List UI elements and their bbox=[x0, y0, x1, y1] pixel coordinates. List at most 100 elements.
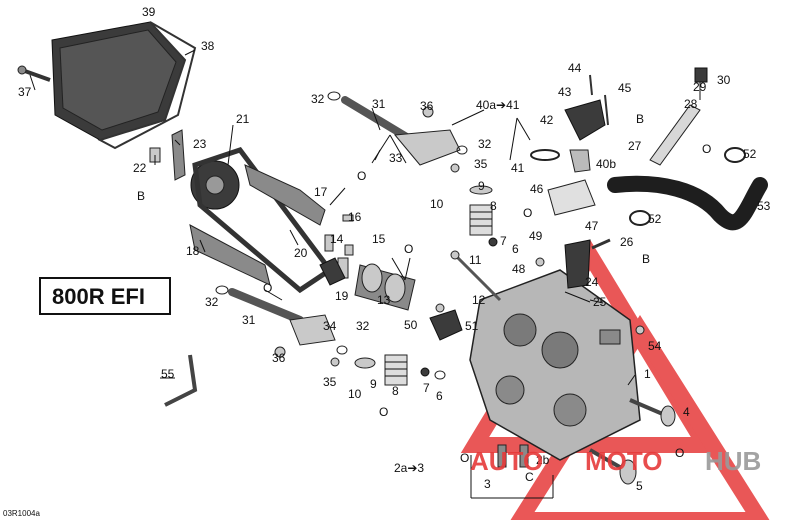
chain-guide bbox=[244, 164, 326, 226]
callout-32-bottom: 32 bbox=[356, 319, 370, 333]
callout-2a-3: 2a➔3 bbox=[394, 461, 424, 475]
lube-mark-o6: O bbox=[702, 142, 711, 156]
callout-32-top: 32 bbox=[311, 92, 325, 106]
lower-rocker-arm bbox=[289, 314, 336, 346]
coolant-hose bbox=[607, 147, 768, 231]
callout-27: 27 bbox=[628, 139, 642, 153]
lower-rocker-assembly bbox=[215, 285, 348, 367]
lube-mark-o5: O bbox=[379, 405, 388, 419]
valves bbox=[497, 398, 676, 485]
callout-48: 48 bbox=[512, 262, 526, 276]
callout-3: 3 bbox=[484, 477, 491, 491]
cover-bolt bbox=[21, 68, 51, 82]
callout-37: 37 bbox=[18, 85, 32, 99]
valve-cover-gasket bbox=[97, 21, 197, 150]
callout-38: 38 bbox=[201, 39, 215, 53]
watermark-text: AUTO MOTO HUB bbox=[470, 446, 761, 476]
cam-small-parts bbox=[319, 214, 354, 286]
callout-2b: 2b bbox=[536, 453, 550, 467]
upper-valve-spring bbox=[469, 185, 498, 247]
callout-46: 46 bbox=[530, 182, 544, 196]
callout-36-bottom: 36 bbox=[272, 351, 286, 365]
callout-32-left: 32 bbox=[205, 295, 219, 309]
valve-cover bbox=[17, 21, 197, 150]
drawing-code: 03R1004a bbox=[3, 509, 40, 518]
callout-43: 43 bbox=[558, 85, 572, 99]
callout-14: 14 bbox=[330, 232, 344, 246]
callout-10-top: 10 bbox=[430, 197, 444, 211]
callout-53: 53 bbox=[757, 199, 771, 213]
callout-21: 21 bbox=[236, 112, 250, 126]
callout-35-top: 35 bbox=[474, 157, 488, 171]
misc-rods bbox=[164, 250, 645, 407]
callout-23: 23 bbox=[193, 137, 207, 151]
callout-15: 15 bbox=[372, 232, 386, 246]
callout-44: 44 bbox=[568, 61, 582, 75]
cam-position-sensor bbox=[429, 303, 463, 341]
callout-16: 16 bbox=[348, 210, 362, 224]
model-label: 800R EFI bbox=[52, 284, 145, 309]
lube-mark-b3: B bbox=[642, 252, 650, 266]
watermark-moto: MOTO bbox=[585, 446, 663, 476]
lube-mark-o7: O bbox=[675, 446, 684, 460]
callout-31-top: 31 bbox=[372, 97, 386, 111]
callout-36-top: 36 bbox=[420, 99, 434, 113]
lube-mark-o4: O bbox=[263, 281, 272, 295]
callout-7-bottom: 7 bbox=[423, 381, 430, 395]
lube-mark-o2: O bbox=[523, 206, 532, 220]
callout-labels: 39 38 37 21 23 22 B 17 16 14 15 18 20 19… bbox=[18, 5, 771, 493]
temperature-sensor-assembly bbox=[649, 67, 708, 166]
callout-6-top: 6 bbox=[512, 242, 519, 256]
lube-mark-o3: O bbox=[404, 242, 413, 256]
callout-30: 30 bbox=[717, 73, 731, 87]
callout-31-bottom: 31 bbox=[242, 313, 256, 327]
leader-lines bbox=[29, 49, 636, 499]
callout-25: 25 bbox=[593, 295, 607, 309]
callout-5: 5 bbox=[636, 479, 643, 493]
callout-8-top: 8 bbox=[490, 199, 497, 213]
lube-mark-b2: B bbox=[636, 112, 644, 126]
thermostat-housing bbox=[530, 74, 609, 216]
timing-chain bbox=[192, 147, 334, 294]
callout-11: 11 bbox=[469, 253, 482, 267]
callout-51: 51 bbox=[465, 319, 479, 333]
callout-52-bottom: 52 bbox=[648, 212, 662, 226]
callout-41: 41 bbox=[511, 161, 525, 175]
callout-39: 39 bbox=[142, 5, 156, 19]
callout-47: 47 bbox=[585, 219, 599, 233]
cylinder-head bbox=[469, 269, 641, 461]
callout-9-bottom: 9 bbox=[370, 377, 377, 391]
callout-9-top: 9 bbox=[478, 179, 485, 193]
callout-40a-41: 40a➔41 bbox=[476, 98, 520, 112]
callout-35-bottom: 35 bbox=[323, 375, 337, 389]
lube-mark-b1: B bbox=[137, 189, 145, 203]
callout-55: 55 bbox=[161, 367, 175, 381]
callout-26: 26 bbox=[620, 235, 634, 249]
callout-12: 12 bbox=[472, 293, 486, 307]
callout-1: 1 bbox=[644, 367, 651, 381]
watermark-hub: HUB bbox=[705, 446, 761, 476]
callout-19: 19 bbox=[335, 289, 349, 303]
callout-54: 54 bbox=[648, 339, 662, 353]
callout-29: 29 bbox=[693, 80, 707, 94]
chain-tensioner bbox=[564, 238, 611, 303]
callout-32-right: 32 bbox=[478, 137, 492, 151]
callout-28: 28 bbox=[684, 97, 698, 111]
callout-18: 18 bbox=[186, 244, 200, 258]
watermark-auto: AUTO bbox=[470, 446, 543, 476]
callout-45: 45 bbox=[618, 81, 632, 95]
callout-52-top: 52 bbox=[743, 147, 757, 161]
callout-20: 20 bbox=[294, 246, 308, 260]
callout-42: 42 bbox=[540, 113, 554, 127]
callout-22: 22 bbox=[133, 161, 147, 175]
model-box: 800R EFI bbox=[39, 277, 171, 315]
callout-49: 49 bbox=[529, 229, 543, 243]
lube-mark-c1: C bbox=[525, 470, 534, 484]
callout-4: 4 bbox=[683, 405, 690, 419]
callout-8-bottom: 8 bbox=[392, 384, 399, 398]
upper-rocker-arm bbox=[394, 129, 461, 166]
lower-valve-spring bbox=[354, 354, 446, 386]
chain-tensioner-guide bbox=[189, 224, 271, 286]
